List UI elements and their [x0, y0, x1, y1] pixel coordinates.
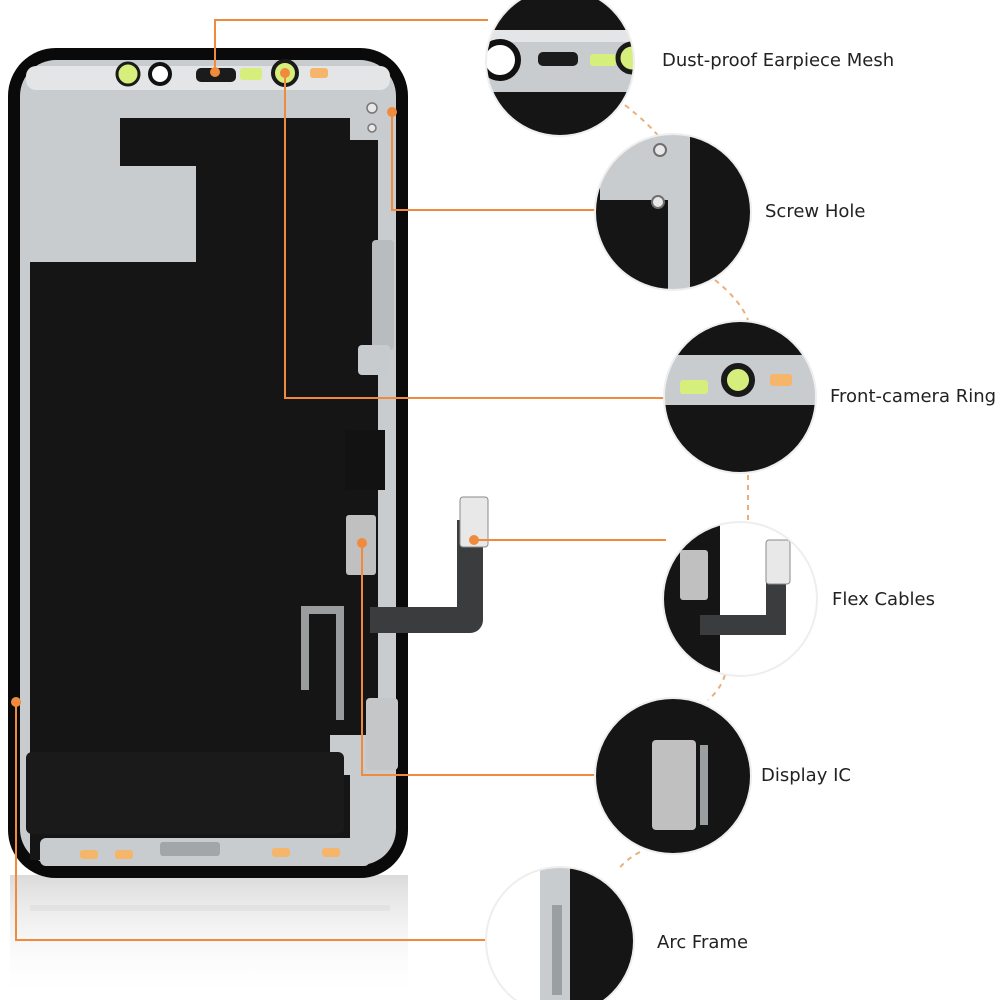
flex-cable-tip: [459, 496, 489, 548]
zoom-circle-connectors: [617, 104, 749, 871]
zoom-circle-front-camera: [663, 320, 817, 474]
leader-screw-hole: [391, 112, 597, 211]
reflection-stripe: [30, 905, 390, 911]
leader-earpiece-mesh: [214, 19, 488, 72]
leader-arc-frame: [15, 702, 486, 941]
display-ic-shield: [366, 698, 398, 770]
connector-2-3: [714, 279, 749, 321]
phone-reflection: [10, 875, 408, 1000]
zoom-circle-screw-hole: [594, 133, 752, 291]
leader-anchor-dots: [11, 67, 479, 707]
connector-5-6: [617, 851, 641, 871]
anchor-earpiece-mesh: [210, 67, 220, 77]
anchor-display-ic: [357, 538, 367, 548]
callout-label-screw-hole: Screw Hole: [765, 201, 866, 222]
leader-lines: [15, 19, 666, 941]
right-bracket: [372, 240, 394, 350]
zoom-circle-flex-cables: [662, 521, 818, 677]
callout-label-front-camera-ring: Front-camera Ring: [830, 386, 997, 407]
ic-connector-block: [345, 430, 385, 490]
sensor-hole: [148, 62, 172, 86]
leader-front-camera-ring: [284, 73, 666, 399]
callout-label-earpiece-mesh: Dust-proof Earpiece Mesh: [662, 50, 895, 71]
anchor-flex-cables: [469, 535, 479, 545]
anchor-arc-frame: [11, 697, 21, 707]
connector-1-2: [624, 104, 661, 139]
anchor-screw-hole: [387, 107, 397, 117]
leader-display-ic: [361, 543, 597, 776]
zoom-circle-earpiece-mesh: [485, 0, 635, 137]
bottom-connector: [160, 842, 220, 856]
orange-pad-b4: [322, 848, 340, 857]
screw-hole-lower: [367, 123, 377, 133]
proximity-sensor-pad: [240, 68, 262, 80]
right-bracket-foot: [358, 345, 390, 375]
screw-hole-top: [366, 102, 378, 114]
camera-dot-left: [115, 61, 141, 87]
bottom-shield-plate: [26, 752, 344, 834]
phone-body: [8, 48, 489, 878]
orange-pad-b1: [80, 850, 98, 859]
zoom-circle-arc-frame: [485, 866, 635, 1000]
connector-4-5: [707, 674, 726, 701]
flex-cable-lower: [301, 606, 344, 720]
orange-pad-b3: [272, 848, 290, 857]
flex-cable: [370, 520, 483, 633]
callout-label-flex-cables: Flex Cables: [832, 589, 935, 610]
callout-label-display-ic: Display IC: [761, 765, 851, 786]
callout-label-arc-frame: Arc Frame: [657, 932, 749, 953]
display-panel: [30, 118, 378, 860]
anchor-front-camera: [280, 68, 290, 78]
orange-pad-top: [310, 68, 328, 78]
orange-pad-b2: [115, 850, 133, 859]
zoom-circle-display-ic: [594, 697, 752, 855]
